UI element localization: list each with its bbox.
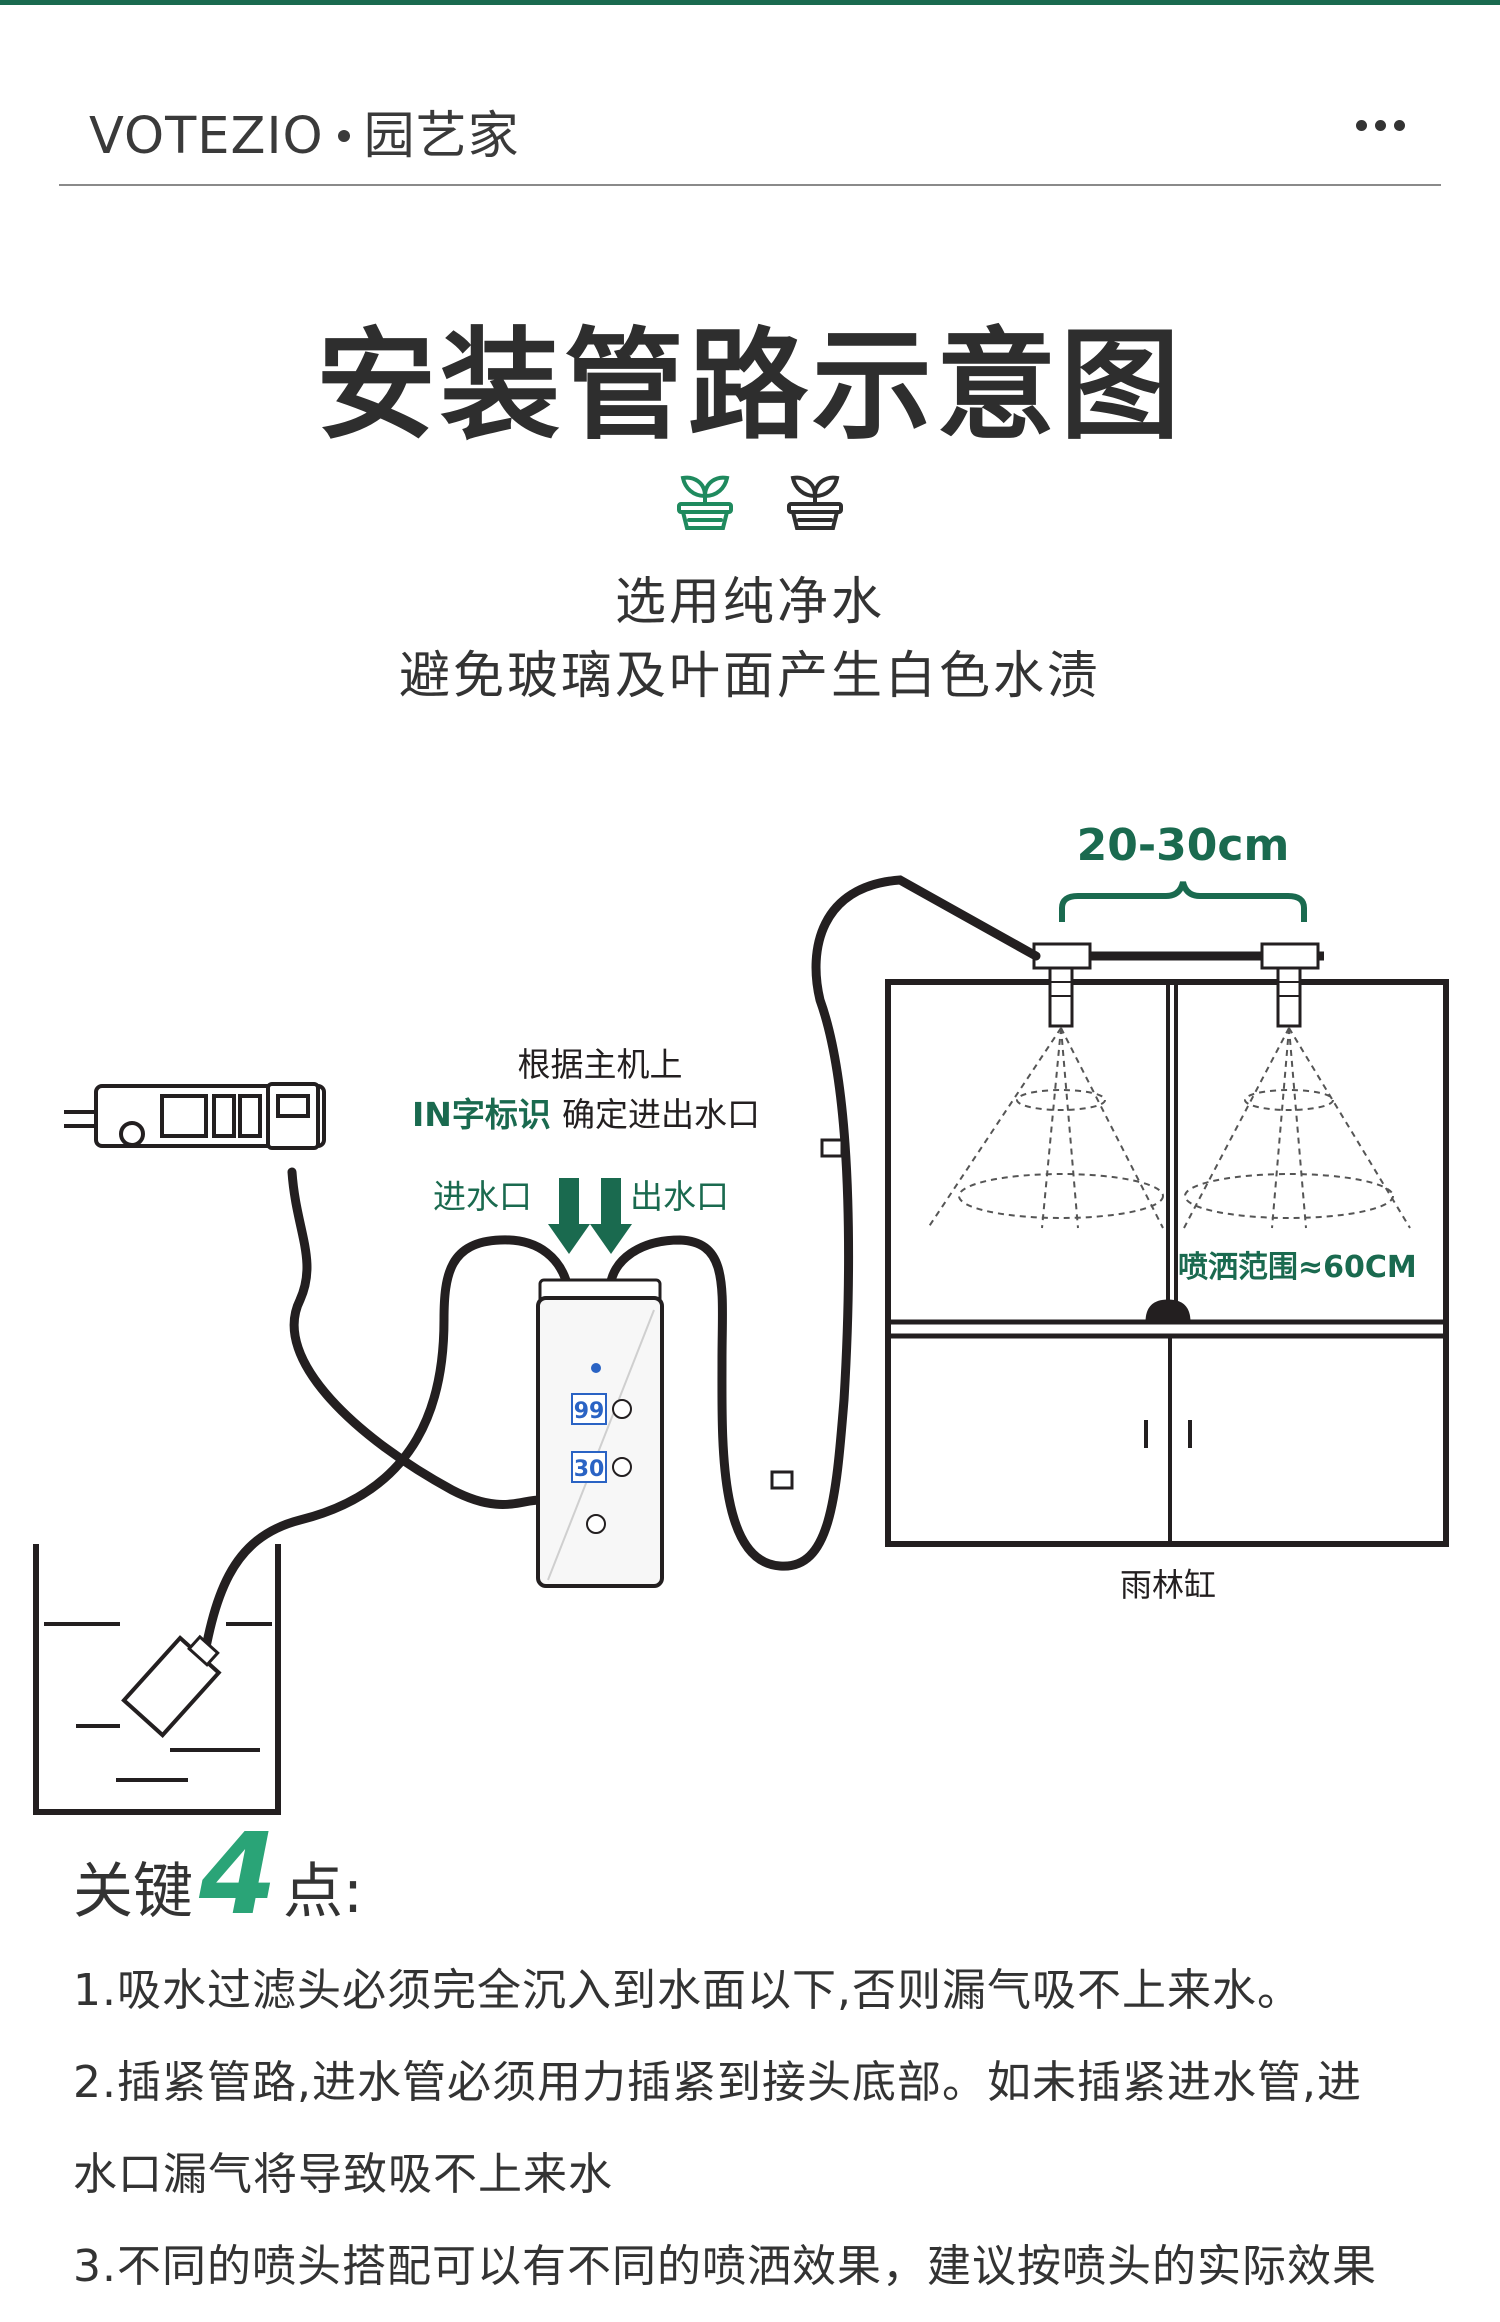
controller-button-3[interactable] bbox=[586, 1514, 606, 1534]
brand-name: VOTEZIO bbox=[89, 107, 324, 166]
more-menu-button[interactable] bbox=[1350, 114, 1411, 137]
plant-icons bbox=[677, 475, 843, 530]
key-point-2: 2.插紧管路,进水管必须用力插紧到接头底部。如未插紧进水管,进 bbox=[73, 2057, 1362, 2108]
tubing bbox=[195, 875, 1041, 1685]
display-bottom: 30 bbox=[574, 1457, 605, 1482]
key-heading-number: 4 bbox=[199, 1810, 277, 1940]
tube-clip bbox=[770, 1470, 794, 1490]
note-line-1: 根据主机上 bbox=[518, 1045, 683, 1084]
spray-pattern-left bbox=[927, 1027, 1164, 1229]
key-point-3: 3.不同的喷头搭配可以有不同的喷洒效果，建议按喷头的实际效果 bbox=[73, 2241, 1377, 2292]
key-point-2-cont: 水口漏气将导致吸不上来水 bbox=[73, 2149, 613, 2200]
top-accent-line bbox=[0, 0, 1500, 5]
power-strip bbox=[64, 1082, 326, 1150]
spray-pattern-right bbox=[1183, 1027, 1411, 1229]
brand-dot bbox=[337, 130, 350, 142]
brand-logo[interactable]: VOTEZIO 园艺家 bbox=[89, 94, 520, 168]
note-highlight: IN字标识 bbox=[412, 1095, 551, 1134]
inlet-arrow bbox=[548, 1178, 590, 1254]
pump-controller[interactable]: 99 30 bbox=[536, 1278, 664, 1588]
spacing-label: 20-30cm bbox=[1077, 820, 1290, 871]
intro-line-2: 避免玻璃及叶面产生白色水渍 bbox=[398, 647, 1101, 706]
tube-clip bbox=[820, 1138, 844, 1158]
controller-button-2[interactable] bbox=[612, 1457, 632, 1477]
key-point-1: 1.吸水过滤头必须完全沉入到水面以下,否则漏气吸不上来水。 bbox=[73, 1965, 1302, 2016]
display-top: 99 bbox=[574, 1399, 605, 1424]
installation-diagram: 20-30cm 喷 bbox=[33, 820, 1449, 1815]
rainforest-tank bbox=[885, 979, 1449, 1547]
filter-head bbox=[121, 1634, 222, 1738]
key-heading-pre: 关键 bbox=[73, 1857, 193, 1927]
plant-pot-icon-dark bbox=[787, 475, 843, 530]
plant-pot-icon-green bbox=[677, 475, 733, 530]
more-dots-icon bbox=[1356, 120, 1367, 131]
key-heading-post: 点: bbox=[282, 1857, 364, 1927]
spacing-brace bbox=[1059, 881, 1307, 922]
water-container bbox=[33, 1544, 281, 1815]
intro-line-1: 选用纯净水 bbox=[614, 573, 885, 632]
page-title: 安装管路示意图 bbox=[316, 317, 1184, 456]
tank-label: 雨林缸 bbox=[1120, 1566, 1216, 1604]
inlet-label: 进水口 bbox=[433, 1177, 532, 1216]
header-bar: VOTEZIO 园艺家 bbox=[59, 88, 1441, 186]
outlet-label: 出水口 bbox=[630, 1177, 729, 1216]
nozzle-pipe bbox=[1032, 942, 1324, 1028]
note-line-2: 确定进出水口 bbox=[562, 1095, 760, 1134]
outlet-arrow bbox=[590, 1178, 632, 1254]
more-dot bbox=[1375, 120, 1386, 131]
more-dot bbox=[1394, 120, 1405, 131]
brand-name-cn: 园艺家 bbox=[363, 107, 520, 166]
controller-button-1[interactable] bbox=[612, 1399, 632, 1419]
spray-range-label: 喷洒范围≈60CM bbox=[1178, 1250, 1417, 1285]
